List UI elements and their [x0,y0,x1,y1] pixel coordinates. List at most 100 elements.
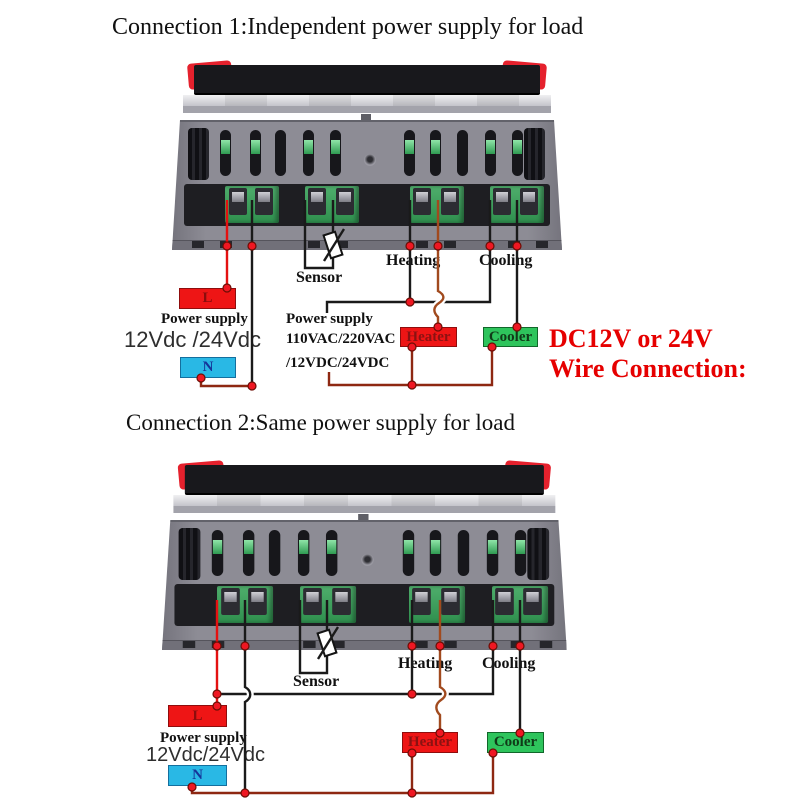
controller-supply-voltage-1: 12Vdc /24Vdc [124,327,261,352]
pcb-through-vent [430,540,441,554]
terminal-screw-metal [444,192,456,202]
terminal-recess [184,184,550,226]
pcb-through-vent [487,540,498,554]
top-bar [184,465,544,495]
controller-back-panel-2 [162,460,567,650]
bottom-notch [444,241,456,248]
vent-slot [297,530,310,576]
vent-slot [429,530,442,576]
bottom-notch [220,241,232,248]
terminal-screw-metal [339,192,351,202]
vent-slot [402,530,415,576]
live-box-1: L [179,288,236,309]
terminal-screw-metal [416,192,428,202]
screw-hole [364,154,376,166]
terminal-screw [308,188,326,215]
heating-label-2: Heating [398,655,453,672]
vent-slot-end [188,128,209,180]
terminal-screw-metal [251,592,264,602]
vent-slot [325,530,338,576]
terminal-screw [495,588,514,615]
terminal-screw [221,588,240,615]
vent-slot [220,130,231,176]
sensor-label-2: Sensor [293,673,340,690]
terminal-screw-metal [523,192,535,202]
pcb-through-vent [221,140,230,154]
load-supply-line1: 110VAC/220VAC [286,331,396,347]
pcb-through-vent [486,140,495,154]
diagram2-title: Connection 2:Same power supply for load [126,410,516,435]
screw-hole [361,554,374,566]
terminal-screw-metal [224,592,237,602]
cooling-label-1: Cooling [479,252,533,269]
terminal-screw [255,188,273,215]
pcb-through-vent [243,540,254,554]
terminal-screw [413,188,431,215]
bottom-notch [444,641,457,648]
diagram1-title: Connection 1:Independent power supply fo… [112,14,584,40]
terminal-screw [229,188,247,215]
wire-hop-casing-1 [430,287,447,320]
vent-slot [268,530,281,576]
cooling-label-2: Cooling [482,655,536,672]
terminal-screw-metal [311,192,323,202]
bottom-notch [510,641,524,648]
heating-label-1: Heating [386,252,441,269]
bottom-notch [336,241,348,248]
vent-slot [486,530,499,576]
terminal-screw [441,188,459,215]
terminal-screw [412,588,431,615]
neutral-box-1: N [180,357,236,378]
heater-box-2: Heater [402,732,458,753]
vent-slot-end [527,528,550,580]
controller-supply-voltage-2: 12Vdc/24Vdc [146,744,265,766]
wire-neutral-link-1 [199,378,252,388]
terminal-screw [441,588,460,615]
neutral-box-2: N [168,765,227,786]
controller-supply-caption-2: Power supply [160,730,247,746]
bottom-notch [211,641,225,648]
pcb-through-vent [327,540,337,554]
top-bar [194,65,540,95]
rear-housing [172,120,562,250]
bottom-notch [416,241,428,248]
pcb-through-vent [403,540,414,554]
pcb-through-vent [513,140,522,154]
bottom-notch [539,641,553,648]
terminal-screw-metal [496,192,508,202]
heading-line2: Wire Connection: [549,354,747,383]
terminal-screw-metal [498,592,511,602]
vent-slot [330,130,341,176]
rear-housing [162,520,567,650]
terminal-screw-metal [258,192,270,202]
vent-slot [250,130,261,176]
cooler-box-1: Cooler [483,327,538,347]
vent-slot [457,530,470,576]
controller-supply-caption-1: Power supply [161,311,248,327]
bottom-notch [303,641,316,648]
label-band [183,95,551,113]
wire-hop-casing-2b [432,683,449,718]
vent-slot-end [178,528,201,580]
vent-slot [430,130,441,176]
terminal-screw [523,588,542,615]
bottom-edge [162,640,567,650]
bottom-edge [172,240,562,250]
center-notch [358,514,369,521]
vent-slot [303,130,314,176]
vent-slot [457,130,468,176]
vent-slot [275,130,286,176]
load-supply-caption-1: Power supply [286,311,373,327]
terminal-screw-metal [232,192,244,202]
terminal-screw-metal [335,592,348,602]
vent-slot [242,530,255,576]
bottom-notch [308,241,320,248]
terminal-recess [174,584,555,626]
sensor-label-1: Sensor [296,269,343,286]
vent-slot [514,530,527,576]
center-notch [361,114,371,121]
terminal-screw-metal [526,592,539,602]
terminal-screw-metal [444,592,457,602]
label-band [173,495,556,513]
